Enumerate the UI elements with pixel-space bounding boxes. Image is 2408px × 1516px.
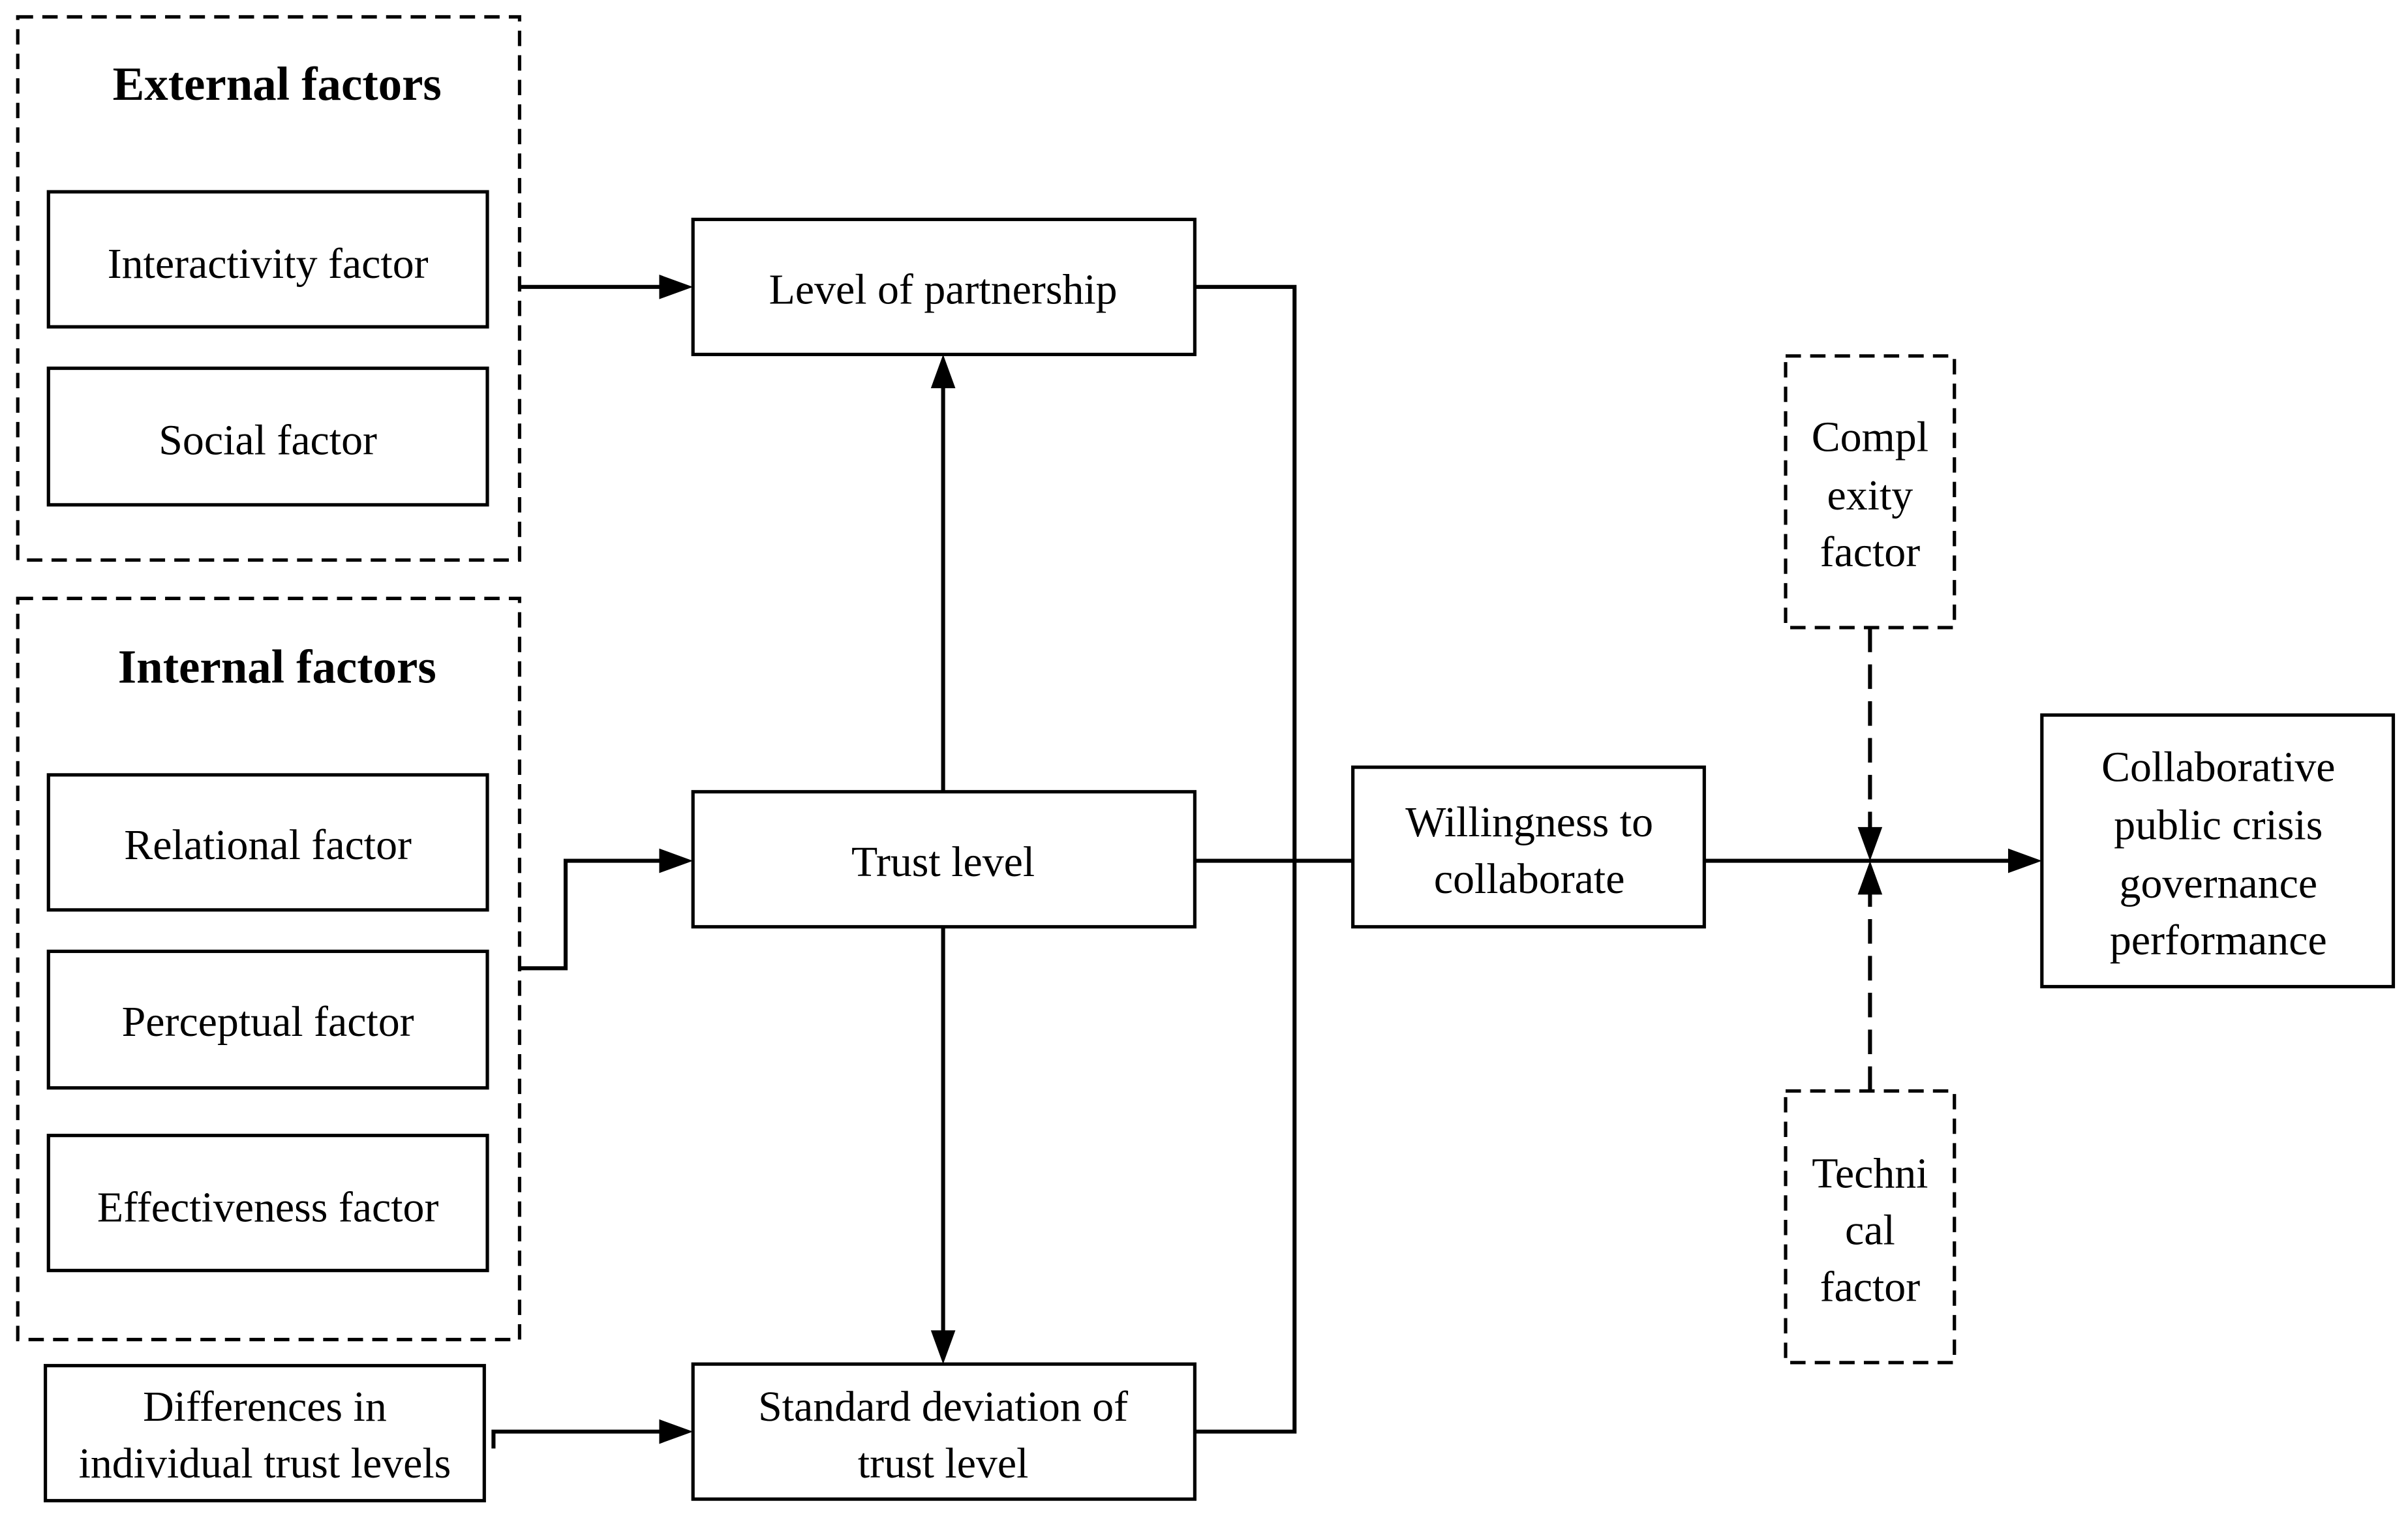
perceptual-factor-label: Perceptual factor — [122, 998, 414, 1046]
relational-factor-label: Relational factor — [124, 821, 412, 869]
effectiveness-factor-box — [46, 1134, 489, 1273]
social-factor-label: Social factor — [159, 416, 377, 464]
governance-performance-label-line-3: governance — [2120, 860, 2318, 907]
arrowhead-technical-up — [1857, 860, 1883, 895]
trust-level-node: Trust level — [691, 790, 1196, 929]
connector-internal-to-trust — [519, 858, 664, 971]
technical-factor-label-line-3: factor — [1820, 1264, 1921, 1311]
interactivity-factor-node: Interactivity factor — [46, 190, 489, 329]
level-of-partnership-box — [691, 217, 1196, 356]
technical-factor-label-line-1: Techni — [1812, 1150, 1928, 1198]
trust-level-std-dev-label-line-2: trust level — [858, 1440, 1029, 1487]
internal-factors-group: Internal factors Relational factor Perce… — [16, 596, 521, 1342]
complexity-factor-label-line-2: exity — [1827, 472, 1913, 519]
level-of-partnership-label: Level of partnership — [769, 266, 1118, 314]
trust-level-std-dev-label-line-1: Standard deviation of — [758, 1383, 1128, 1431]
arrowhead-into-partnership — [659, 275, 693, 299]
level-of-partnership-node: Level of partnership — [691, 217, 1196, 356]
governance-performance-label-line-4: performance — [2110, 917, 2327, 964]
governance-performance-box — [2040, 713, 2396, 989]
perceptual-factor-box — [46, 949, 489, 1090]
trust-level-std-dev-node: Standard deviation of trust level — [691, 1362, 1196, 1501]
governance-performance-label-line-1: Collaborative — [2101, 743, 2335, 791]
trust-level-std-dev-box — [691, 1362, 1196, 1501]
technical-factor-label-line-2: cal — [1845, 1207, 1895, 1254]
external-factors-group: External factors Interactivity factor So… — [16, 15, 521, 562]
internal-factors-title: Internal factors — [118, 641, 436, 693]
interactivity-factor-box — [46, 190, 489, 329]
willingness-to-collaborate-label-line-1: Willingness to — [1405, 798, 1653, 846]
willingness-to-collaborate-box — [1351, 765, 1706, 929]
trust-level-label: Trust level — [851, 838, 1035, 886]
external-factors-title: External factors — [113, 57, 442, 110]
arrowhead-into-performance — [2008, 848, 2042, 873]
complexity-factor-dashed-box — [1784, 354, 1957, 629]
effectiveness-factor-node: Effectiveness factor — [46, 1134, 489, 1273]
individual-differences-label-line-1: Differences in — [143, 1383, 387, 1431]
individual-differences-node: Differences in individual trust levels — [43, 1363, 486, 1503]
willingness-to-collaborate-node: Willingness to collaborate — [1351, 765, 1706, 929]
individual-differences-label-line-2: individual trust levels — [79, 1440, 451, 1487]
arrowhead-up-to-partnership — [930, 354, 956, 389]
governance-performance-node: Collaborative public crisis governance p… — [2040, 713, 2396, 989]
arrowhead-down-to-std-dev — [930, 1330, 956, 1365]
arrowhead-into-std-dev — [659, 1419, 693, 1444]
interactivity-factor-label: Interactivity factor — [108, 240, 429, 288]
relational-factor-box — [46, 773, 489, 912]
technical-factor-node: Techni cal factor — [1784, 1089, 1957, 1365]
trust-level-box — [691, 790, 1196, 929]
perceptual-factor-node: Perceptual factor — [46, 949, 489, 1090]
arrowhead-complexity-down — [1857, 826, 1883, 861]
technical-factor-dashed-box — [1784, 1089, 1957, 1365]
complexity-factor-node: Compl exity factor — [1784, 354, 1957, 629]
social-factor-node: Social factor — [46, 366, 489, 507]
governance-performance-label-line-2: public crisis — [2114, 802, 2323, 849]
connectors — [491, 275, 2042, 1449]
complexity-factor-label-line-3: factor — [1820, 528, 1921, 576]
connector-differences-to-std-dev — [491, 1429, 664, 1449]
willingness-to-collaborate-label-line-2: collaborate — [1434, 855, 1625, 903]
effectiveness-factor-label: Effectiveness factor — [97, 1183, 439, 1231]
individual-differences-box — [43, 1363, 486, 1503]
social-factor-box — [46, 366, 489, 507]
relational-factor-node: Relational factor — [46, 773, 489, 912]
arrowhead-into-trust-level — [659, 848, 693, 873]
complexity-factor-label-line-1: Compl — [1812, 414, 1928, 461]
